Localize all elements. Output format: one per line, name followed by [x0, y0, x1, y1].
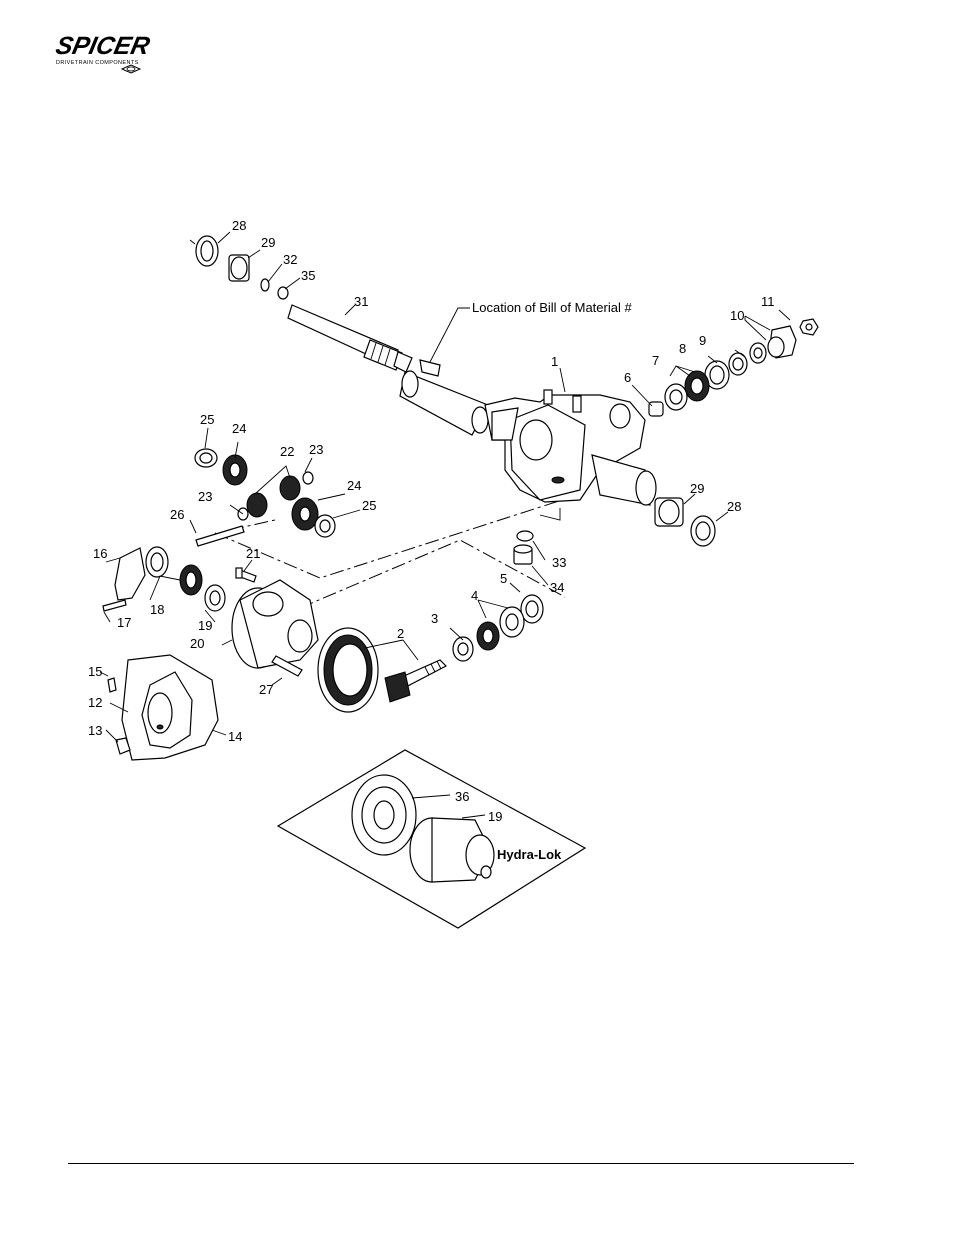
cover-bolt-15: [108, 678, 116, 692]
callout-17: 17: [117, 615, 131, 630]
hydra-lok-label: Hydra-Lok: [497, 847, 562, 862]
cap-bolt-17: [103, 600, 126, 611]
callout-2: 2: [397, 626, 404, 641]
callout-7: 7: [652, 353, 659, 368]
o-ring-35: [278, 287, 288, 299]
ring-and-pinion-2: [318, 628, 446, 712]
callout-6: 6: [624, 370, 631, 385]
differential-cover-12: [122, 655, 218, 760]
side-gear-24-top: [223, 455, 247, 485]
callout-32: 32: [283, 252, 297, 267]
callout-10: 10: [730, 308, 744, 323]
hydra-lok-inset: [278, 750, 585, 928]
axle-tube-left: [400, 360, 488, 435]
pinion-bearing-7: [665, 371, 709, 410]
bearing-cup-18: [146, 547, 202, 595]
callout-26: 26: [170, 507, 184, 522]
snap-ring-32: [261, 279, 269, 291]
callout-13: 13: [88, 723, 102, 738]
callout-28-right: 28: [727, 499, 741, 514]
callout-33: 33: [552, 555, 566, 570]
bolt-21: [236, 568, 256, 582]
callout-11: 11: [761, 294, 775, 309]
callout-25-top: 25: [200, 412, 214, 427]
differential-case-20: [232, 580, 318, 668]
callout-18: 18: [150, 602, 164, 617]
side-gear-24-bottom: [292, 498, 318, 530]
axle-bearing-29-right: [655, 498, 683, 526]
callout-23-right: 23: [309, 442, 323, 457]
callout-21: 21: [246, 546, 260, 561]
side-bearing-19: [205, 585, 225, 611]
oil-seal-28-right: [691, 516, 715, 546]
bill-of-material-label: Location of Bill of Material #: [472, 300, 632, 315]
callout-3: 3: [431, 611, 438, 626]
callout-31: 31: [354, 294, 368, 309]
callout-29-left: 29: [261, 235, 275, 250]
axle-bearing-29-left: [229, 255, 249, 281]
thrust-washer-25-top: [195, 449, 217, 467]
pinion-nut-11: [800, 319, 818, 335]
collapsible-spacer-6: [649, 402, 663, 416]
callout-16: 16: [93, 546, 107, 561]
bearing-cap-16: [115, 548, 145, 600]
callout-1: 1: [551, 354, 558, 369]
callout-4: 4: [471, 588, 478, 603]
oil-seal-28-left: [196, 236, 218, 266]
axle-housing-1: [485, 390, 656, 505]
callout-34: 34: [550, 580, 564, 595]
callout-28-left: 28: [232, 218, 246, 233]
callout-24-bottom: 24: [347, 478, 361, 493]
callout-22: 22: [280, 444, 294, 459]
axle-shaft-31: [288, 305, 412, 372]
axle-tube-right: [592, 455, 656, 505]
callout-9: 9: [699, 333, 706, 348]
callout-19: 19: [198, 618, 212, 633]
callout-19-inset: 19: [488, 809, 502, 824]
thrust-washer-25-bottom: [315, 515, 335, 537]
callout-12: 12: [88, 695, 102, 710]
fill-plug-33-34: [514, 531, 533, 564]
callout-15: 15: [88, 664, 102, 679]
callout-27: 27: [259, 682, 273, 697]
callout-14: 14: [228, 729, 242, 744]
callout-5: 5: [500, 571, 507, 586]
callout-24-top: 24: [232, 421, 246, 436]
clutch-plate-36: [352, 775, 416, 855]
callout-35: 35: [301, 268, 315, 283]
callout-20: 20: [190, 636, 204, 651]
callout-36: 36: [455, 789, 469, 804]
callout-25-bottom: 25: [362, 498, 376, 513]
pinion-shaft-26: [196, 526, 244, 546]
footer-rule: [68, 1163, 854, 1164]
callout-8: 8: [679, 341, 686, 356]
callout-29-right: 29: [690, 481, 704, 496]
callout-23-left: 23: [198, 489, 212, 504]
pinion-washer-3: [453, 637, 473, 661]
